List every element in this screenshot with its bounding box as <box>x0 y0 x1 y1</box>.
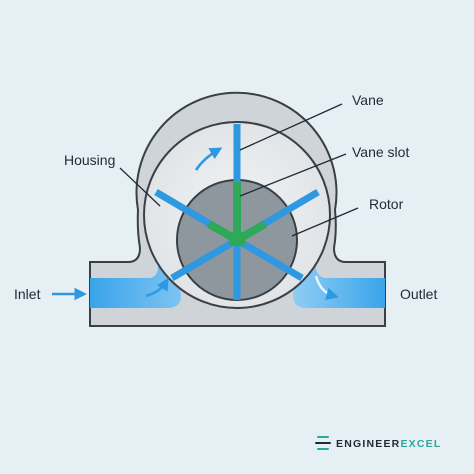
label-vane: Vane <box>352 92 384 108</box>
outlet-passage <box>293 224 385 308</box>
rotor-hub <box>229 232 245 246</box>
inlet-flow-arrow <box>145 277 169 298</box>
rotation-arrow <box>194 147 223 171</box>
label-rotor: Rotor <box>369 196 404 212</box>
vane-lower-left <box>170 236 239 282</box>
engineerexcel-logo: ENGINEEREXCEL <box>315 436 441 450</box>
vane-lower-right <box>235 236 304 282</box>
logo-text-prefix: ENGINEER <box>336 438 400 450</box>
leader-vane-slot <box>239 153 347 197</box>
leader-rotor <box>291 207 359 237</box>
leader-housing <box>119 167 161 207</box>
logo-text-suffix: EXCEL <box>400 438 441 450</box>
logo-mark-icon <box>315 436 331 450</box>
label-vane-slot: Vane slot <box>352 144 409 160</box>
leader-lines <box>119 103 359 237</box>
label-housing: Housing <box>64 152 115 168</box>
outlet-flow-arrow <box>314 275 339 300</box>
label-outlet: Outlet <box>400 286 437 302</box>
label-inlet: Inlet <box>14 286 41 302</box>
leader-vane <box>239 103 343 151</box>
logo-text: ENGINEEREXCEL <box>336 438 441 450</box>
